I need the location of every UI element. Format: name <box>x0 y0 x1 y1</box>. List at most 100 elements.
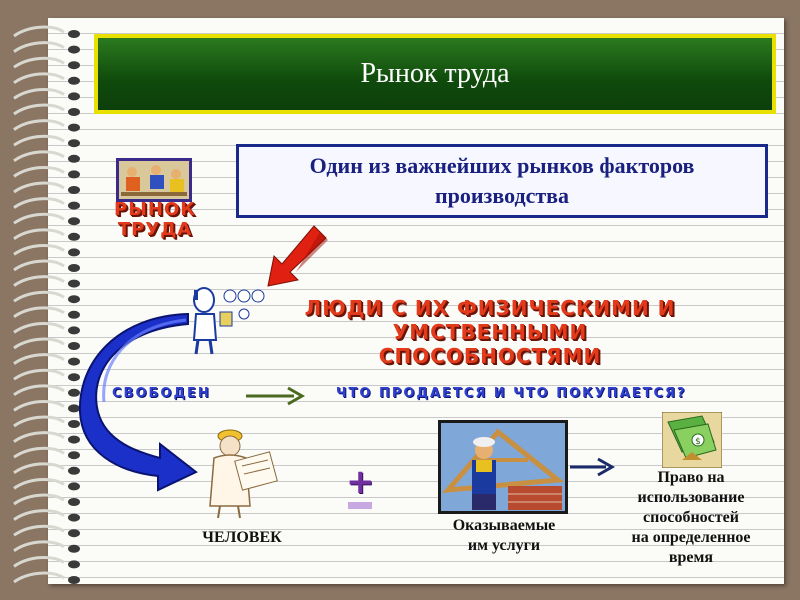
spiral-ring <box>13 337 65 350</box>
green-arrow-icon <box>246 386 306 406</box>
spiral-ring <box>13 478 65 490</box>
free-label: СВОБОДЕН <box>112 386 211 401</box>
right-label-line5: время <box>668 549 714 566</box>
spiral-hole <box>68 529 80 538</box>
plus-shadow <box>348 502 372 509</box>
spiral-hole <box>68 154 80 163</box>
spiral-ring <box>13 556 65 568</box>
worker-woman-icon <box>209 429 278 519</box>
spiral-hole <box>68 186 80 194</box>
spiral-ring <box>13 259 65 272</box>
spiral-hole <box>68 357 80 366</box>
spiral-ring <box>13 150 65 163</box>
question-text: ЧТО ПРОДАЕТСЯ И ЧТО ПОКУПАЕТСЯ? <box>336 386 687 401</box>
spiral-ring <box>13 244 65 256</box>
spiral-hole <box>68 248 80 257</box>
spiral-hole <box>68 342 80 350</box>
spiral-hole <box>68 201 80 210</box>
people-abilities-text: ЛЮДИ С ИХ ФИЗИЧЕСКИМИ И УМСТВЕННЫМИ СПОС… <box>280 296 700 368</box>
people-text-line1: ЛЮДИ С ИХ ФИЗИЧЕСКИМИ И <box>304 296 676 320</box>
right-label-line3: способностей <box>643 509 739 526</box>
spiral-ring <box>13 181 65 194</box>
spiral-ring <box>13 571 65 584</box>
spiral-hole <box>68 513 80 522</box>
spiral-ring <box>13 41 65 53</box>
spiral-hole <box>68 45 80 54</box>
services-label-line2: им услуги <box>467 537 541 554</box>
spiral-hole <box>68 560 80 569</box>
thinking-person-icon <box>192 287 265 355</box>
services-label-line1: Оказываемые <box>452 517 556 534</box>
spiral-ring <box>13 166 65 178</box>
spiral-hole <box>68 232 80 241</box>
spiral-ring <box>13 275 65 287</box>
spiral-ring <box>13 462 65 475</box>
spiral-hole <box>68 310 80 319</box>
spiral-ring <box>13 290 65 303</box>
spiral-hole <box>68 482 80 491</box>
spiral-hole <box>68 498 80 506</box>
market-label-line2: ТРУДА <box>117 219 193 240</box>
spiral-ring <box>13 384 65 397</box>
spiral-binding-icon <box>13 25 80 584</box>
spiral-ring <box>13 400 65 412</box>
spiral-ring <box>13 56 65 69</box>
spiral-hole <box>68 420 80 428</box>
spiral-hole <box>68 373 80 382</box>
right-label: Право на использование способностей на о… <box>606 468 776 568</box>
spiral-ring <box>13 197 65 209</box>
definition-box: Один из важнейших рынков факторов произв… <box>236 144 768 218</box>
spiral-ring <box>13 25 65 38</box>
definition-text: Один из важнейших рынков факторов произв… <box>309 153 695 208</box>
spiral-ring <box>13 88 65 100</box>
spiral-hole <box>68 264 80 272</box>
people-text-line2: УМСТВЕННЫМИ СПОСОБНОСТЯМИ <box>378 320 602 368</box>
spiral-hole <box>68 217 80 226</box>
spiral-ring <box>13 446 65 459</box>
spiral-ring <box>13 103 65 116</box>
services-label: Оказываемые им услуги <box>436 516 572 556</box>
spiral-hole <box>68 30 80 38</box>
market-label-line1: РЫНОК <box>114 199 196 220</box>
plus-sign: + <box>346 462 375 502</box>
spiral-ring <box>13 134 65 147</box>
spiral-ring <box>13 540 65 553</box>
spiral-ring <box>13 431 65 443</box>
spiral-ring <box>13 509 65 521</box>
blue-curved-arrow-icon <box>78 312 198 492</box>
spiral-ring <box>13 306 65 319</box>
spiral-hole <box>68 576 80 584</box>
spiral-ring <box>13 353 65 365</box>
right-label-line4: на определенное <box>631 529 751 546</box>
right-label-line2: использование <box>637 489 745 506</box>
spiral-hole <box>68 466 80 475</box>
spiral-hole <box>68 435 80 444</box>
spiral-hole <box>68 279 80 288</box>
workers-picture-icon <box>116 158 192 202</box>
spiral-hole <box>68 92 80 101</box>
spiral-ring <box>13 72 65 85</box>
red-arrow-icon <box>267 225 328 287</box>
spiral-hole <box>68 404 80 413</box>
spiral-hole <box>68 170 80 179</box>
page-title: Рынок труда <box>98 38 772 110</box>
spiral-ring <box>13 524 65 537</box>
spiral-hole <box>68 61 80 70</box>
title-banner: Рынок труда <box>94 34 776 114</box>
spiral-ring <box>13 228 65 241</box>
spiral-hole <box>68 108 80 116</box>
person-label: ЧЕЛОВЕК <box>202 529 282 546</box>
dark-arrow-icon <box>570 457 616 477</box>
spiral-ring <box>13 368 65 381</box>
spiral-hole <box>68 139 80 148</box>
builder-picture-icon <box>438 420 568 514</box>
svg-text:$: $ <box>695 437 701 447</box>
spiral-hole <box>68 295 80 304</box>
spiral-hole <box>68 76 80 85</box>
spiral-ring <box>13 212 65 225</box>
spiral-hole <box>68 451 80 460</box>
spiral-hole <box>68 388 80 397</box>
spiral-ring <box>13 493 65 506</box>
spiral-ring <box>13 119 65 131</box>
spiral-ring <box>13 415 65 428</box>
